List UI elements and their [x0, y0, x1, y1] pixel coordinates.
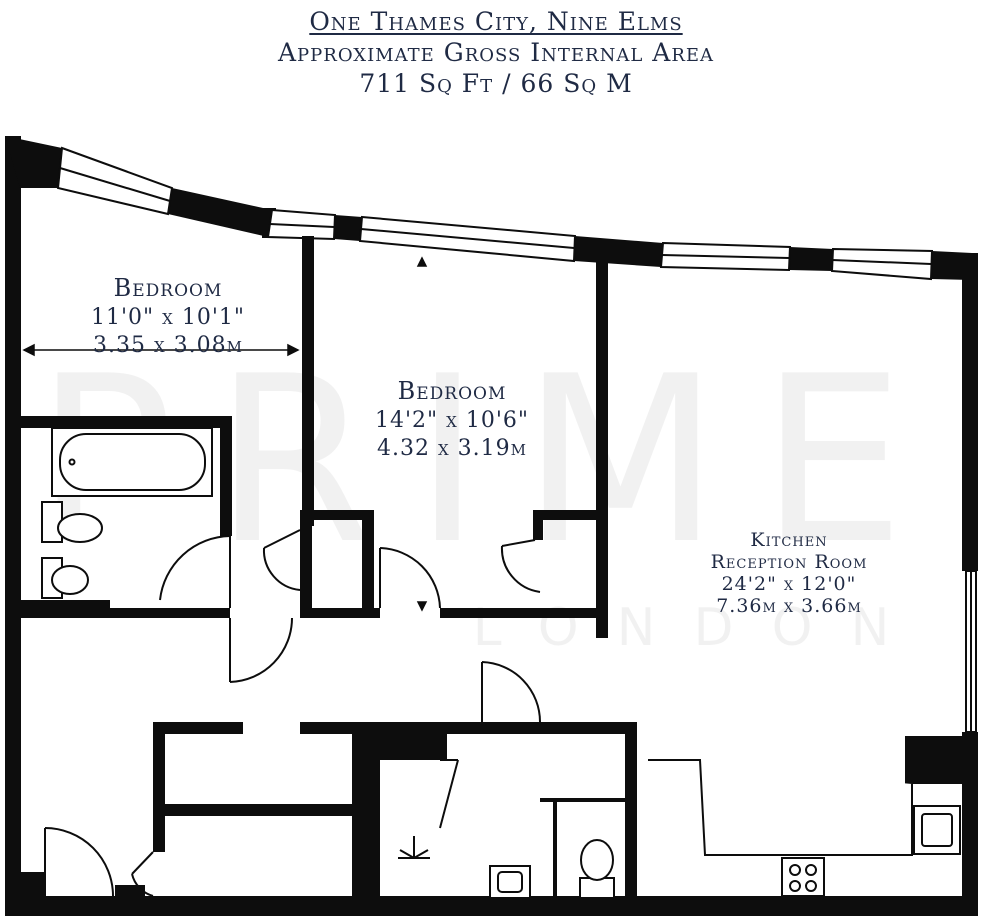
bedroom-1-name: Bedroom	[114, 274, 223, 302]
hob	[781, 857, 825, 897]
kitchen-metric: 7.36m x 3.66m	[716, 595, 862, 617]
bedroom-2-name: Bedroom	[398, 377, 507, 405]
plan-title: One Thames City, Nine Elms	[309, 7, 683, 36]
reception-name: Reception Room	[711, 551, 868, 573]
basin	[51, 565, 89, 595]
toilet-2-bowl	[580, 839, 614, 881]
bedroom-1-label: Bedroom 11'0" x 10'1" 3.35 x 3.08m	[91, 274, 245, 358]
interior-walls	[20, 236, 637, 900]
bedroom-2-label: Bedroom 14'2" x 10'6" 4.32 x 3.19m	[375, 377, 529, 461]
plan-subtitle: Approximate Gross Internal Area	[277, 38, 715, 67]
kitchen-imperial: 24'2" x 12'0"	[722, 573, 857, 595]
bedroom-2-imperial: 14'2" x 10'6"	[375, 408, 529, 433]
watermark: PRIME LONDON	[35, 328, 905, 658]
kitchen-name: Kitchen	[750, 529, 827, 551]
bathroom-fixtures	[41, 427, 615, 899]
plan-area: 711 Sq Ft / 66 Sq M	[359, 69, 633, 98]
bedroom-2-metric: 4.32 x 3.19m	[377, 436, 527, 461]
doors	[44, 529, 541, 897]
toilet-bowl	[57, 513, 103, 543]
bedroom-1-metric: 3.35 x 3.08m	[93, 333, 243, 358]
kitchen-reception-label: Kitchen Reception Room 24'2" x 12'0" 7.3…	[711, 529, 868, 617]
plan-header: One Thames City, Nine Elms Approximate G…	[0, 6, 992, 99]
bathtub-basin	[59, 433, 206, 491]
kitchen-fittings	[648, 759, 961, 897]
facade-windows	[56, 146, 977, 733]
bedroom-1-imperial: 11'0" x 10'1"	[91, 305, 245, 330]
dimension-markers	[22, 256, 428, 612]
room-labels: Bedroom 11'0" x 10'1" 3.35 x 3.08m Bedro…	[91, 274, 868, 617]
outer-walls	[5, 136, 978, 916]
